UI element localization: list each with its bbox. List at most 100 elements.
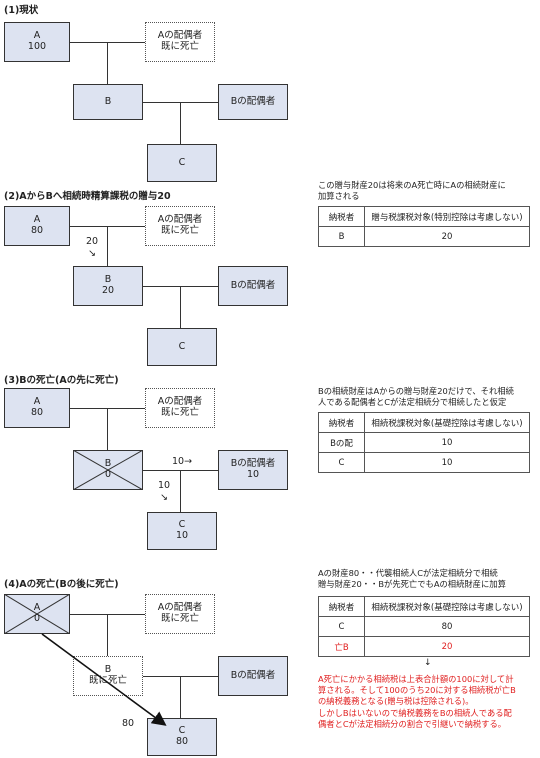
s2-b-descent-line: [180, 286, 181, 328]
s3-a-value: 80: [30, 407, 44, 418]
table-header-row: 納税者 相続税課税対象(基礎控除は考慮しない): [318, 412, 530, 433]
s1-a-spouse-status: 既に死亡: [160, 41, 199, 52]
s4-descent-line: [107, 614, 108, 656]
table-cell: 10: [364, 452, 530, 473]
table-cell: C: [318, 452, 365, 473]
s2-descent-line: [107, 226, 108, 266]
s1-b-spouse-label: Bの配偶者: [230, 95, 276, 107]
table-cell: 20: [364, 226, 530, 247]
s1-a-spouse-label: Aの配偶者: [157, 30, 203, 42]
s2-a-value: 80: [30, 225, 44, 236]
s2-a-spouse-box: Aの配偶者 既に死亡: [145, 206, 215, 246]
s3-note-line-1: Bの相続財産はAからの贈与財産20だけで、それ相続: [318, 386, 514, 396]
s3-c-value: 10: [175, 530, 189, 541]
table-header-row: 納税者 相続税課税対象(基礎控除は考慮しない): [318, 596, 530, 617]
s3-flow-to-spouse-label: 10→: [172, 456, 193, 467]
section-3-title: (3)Bの死亡(Aの先に死亡): [4, 375, 119, 386]
s4-note-line-1: Aの財産80・・代襲相続人Cが法定相続分で相続: [318, 568, 498, 578]
table-row: B 20: [318, 226, 530, 247]
s2-c-name: C: [178, 340, 186, 352]
s4-a-spouse-box: Aの配偶者 既に死亡: [145, 594, 215, 634]
s2-b-spouse-label: Bの配偶者: [230, 279, 276, 291]
s3-flow-to-c-label: 10: [158, 480, 171, 491]
s3-flow-to-c-arrow: ↘: [160, 492, 168, 503]
s1-a-name: A: [33, 30, 41, 42]
s3-b-descent-line: [180, 470, 181, 512]
s4-note: Aの財産80・・代襲相続人Cが法定相続分で相続 贈与財産20・・Bが先死亡でもA…: [318, 568, 538, 590]
s4-a-deceased-cross-icon: [4, 594, 70, 634]
s1-b-spouse-box: Bの配偶者: [218, 84, 288, 120]
s4-red-note-line-2: 算される。そして100のうち20に対する相続税が亡B: [318, 685, 516, 696]
table-row: C 10: [318, 452, 530, 473]
s4-red-note-line-5: 偶者とCが法定相続分の割合で引継いで納税する。: [318, 718, 507, 729]
s4-c-name: C: [178, 725, 186, 737]
s4-a-spouse-label: Aの配偶者: [157, 602, 203, 614]
s3-person-a-box: A 80: [4, 388, 70, 428]
table-cell: 亡B: [318, 636, 365, 657]
s2-note: この贈与財産20は将来のA死亡時にAの相続財産に 加算される: [318, 180, 538, 202]
s3-b-spouse-label: Bの配偶者: [230, 458, 276, 470]
s1-person-c-box: C: [147, 144, 217, 182]
s4-red-note-line-1: A死亡にかかる相続税は上表合計額の100に対して計: [318, 674, 514, 684]
s3-note: Bの相続財産はAからの贈与財産20だけで、それ相続 人である配偶者とCが法定相続…: [318, 386, 538, 408]
s2-b-spouse-box: Bの配偶者: [218, 266, 288, 306]
s4-red-note: A死亡にかかる相続税は上表合計額の100に対して計 算される。そして100のうち…: [318, 674, 538, 730]
s1-a-spouse-box: Aの配偶者 既に死亡: [145, 22, 215, 62]
section-1-title: (1)現状: [4, 5, 39, 16]
s2-note-line-1: この贈与財産20は将来のA死亡時にAの相続財産に: [318, 180, 506, 190]
table-row: 亡B 20: [318, 636, 530, 657]
s3-b-value: 0: [104, 469, 112, 480]
s4-b-spouse-label: Bの配偶者: [230, 669, 276, 681]
s4-b-descent-line: [180, 676, 181, 718]
s1-c-name: C: [178, 156, 186, 168]
s4-b-spouse-box: Bの配偶者: [218, 656, 288, 696]
s4-inheritance-tax-table: 納税者 相続税課税対象(基礎控除は考慮しない) C 80 亡B 20: [318, 596, 530, 657]
s4-a-value: 0: [33, 613, 41, 624]
table-cell: C: [318, 616, 365, 637]
s4-red-note-line-4: しかしBはいないので納税義務をBの相続人である配: [318, 707, 512, 718]
s1-a-value: 100: [27, 41, 47, 52]
s3-a-name: A: [33, 396, 41, 408]
s3-a-spouse-box: Aの配偶者 既に死亡: [145, 388, 215, 428]
s4-person-b-box: B 既に死亡: [73, 656, 143, 696]
table-header-cell: 相続税課税対象(基礎控除は考慮しない): [364, 596, 530, 617]
table-cell: 10: [364, 432, 530, 453]
s3-c-name: C: [178, 519, 186, 531]
table-header-cell: 納税者: [318, 596, 365, 617]
s4-a-spouse-status: 既に死亡: [160, 613, 199, 624]
s3-inheritance-tax-table: 納税者 相続税課税対象(基礎控除は考慮しない) Bの配 10 C 10: [318, 412, 530, 473]
s3-note-line-2: 人である配偶者とCが法定相続分で相続したと仮定: [318, 397, 507, 408]
table-cell: 80: [364, 616, 530, 637]
s3-b-spouse-box: Bの配偶者 10: [218, 450, 288, 490]
s2-a-spouse-label: Aの配偶者: [157, 214, 203, 226]
s2-b-name: B: [104, 274, 112, 286]
s1-b-name: B: [104, 95, 112, 107]
s1-person-b-box: B: [73, 84, 143, 120]
s4-c-value: 80: [175, 736, 189, 747]
s2-gift-tax-table: 納税者 贈与税課税対象(特別控除は考慮しない) B 20: [318, 206, 530, 247]
s3-person-c-box: C 10: [147, 512, 217, 550]
s2-note-line-2: 加算される: [318, 191, 360, 202]
s2-gift-arrow: ↘: [88, 248, 96, 259]
s2-a-spouse-status: 既に死亡: [160, 225, 199, 236]
section-4-title: (4)Aの死亡(Bの後に死亡): [4, 579, 119, 590]
s4-red-note-line-3: の納税義務となる(贈与税は控除される)。: [318, 696, 474, 707]
s4-note-line-2: 贈与財産20・・Bが先死亡でもAの相続財産に加算: [318, 579, 506, 590]
section-2-title: (2)AからBへ相続時精算課税の贈与20: [4, 191, 171, 202]
s4-b-status: 既に死亡: [88, 675, 127, 686]
s4-b-name: B: [104, 664, 112, 676]
s3-a-spouse-label: Aの配偶者: [157, 396, 203, 408]
s2-a-name: A: [33, 214, 41, 226]
s2-b-value: 20: [101, 285, 115, 296]
s1-b-descent-line: [180, 102, 181, 144]
table-header-cell: 納税者: [318, 206, 365, 227]
s2-gift-label: 20: [86, 236, 99, 247]
s3-person-b-box-deceased: B 0: [73, 450, 143, 490]
s4-down-arrow-icon: ↓: [424, 658, 432, 668]
table-cell: 20: [364, 636, 530, 657]
s3-b-name: B: [104, 458, 112, 470]
table-cell: B: [318, 226, 365, 247]
table-row: C 80: [318, 616, 530, 637]
s2-person-c-box: C: [147, 328, 217, 366]
